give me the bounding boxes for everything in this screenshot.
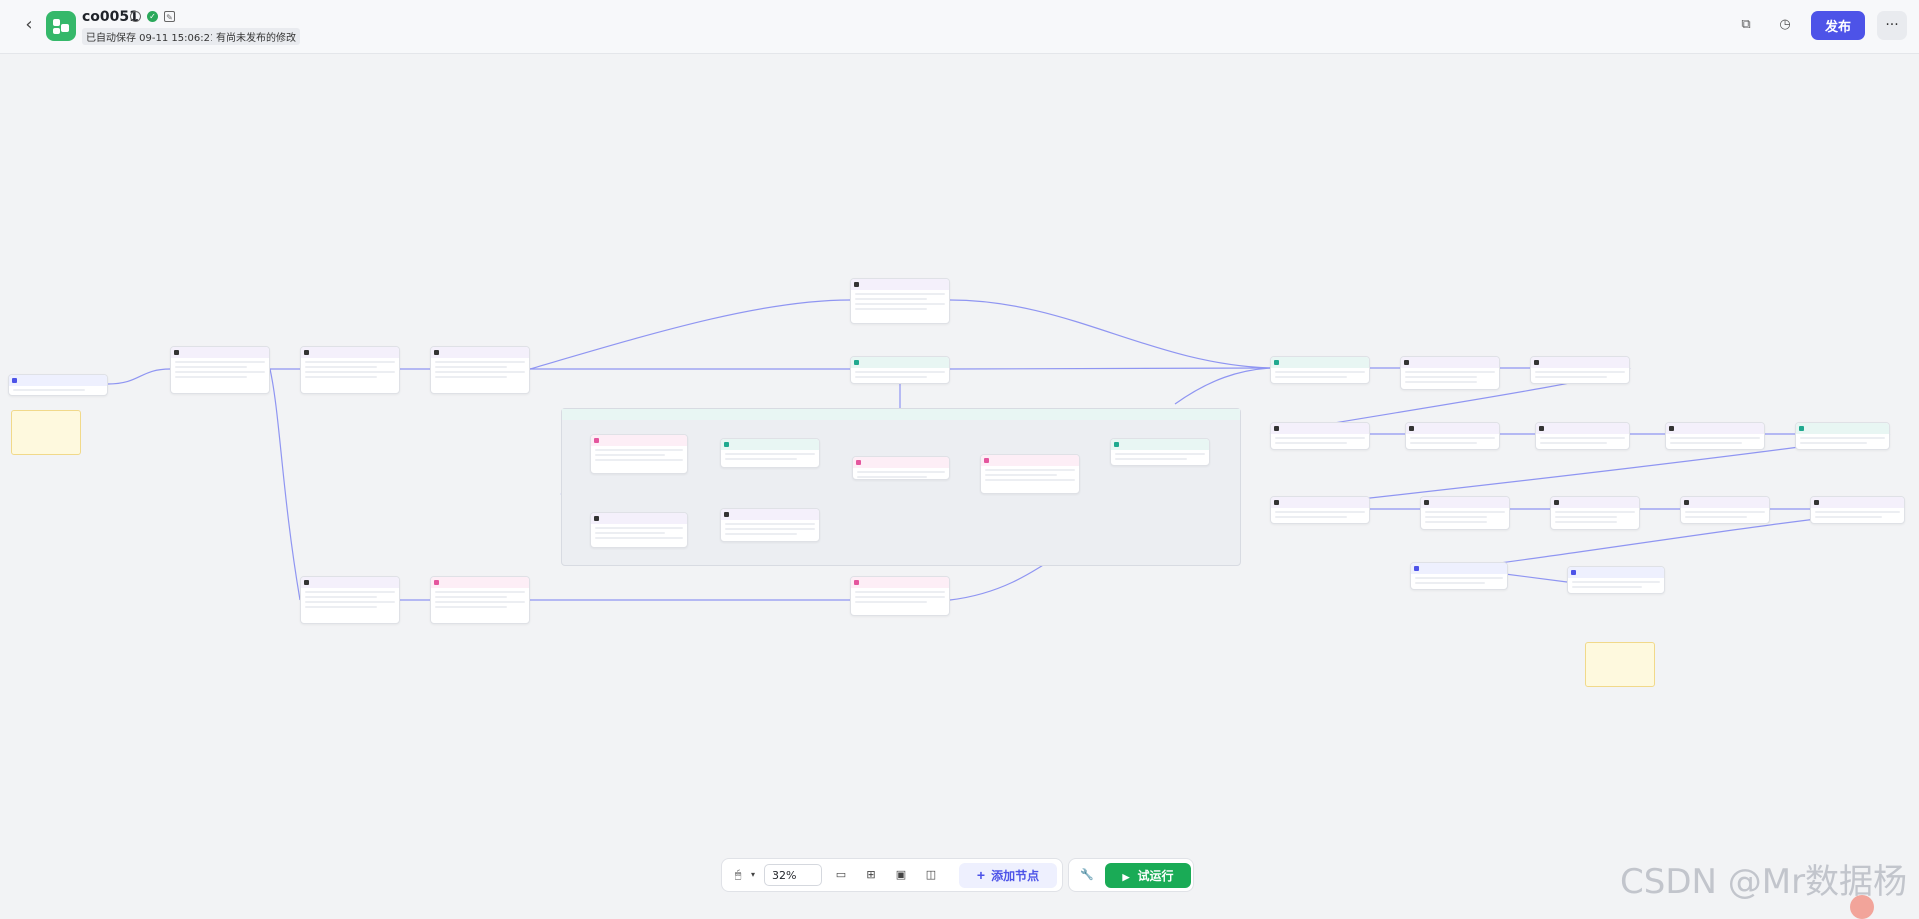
plugin-node[interactable] xyxy=(1550,496,1640,530)
plus-icon: + xyxy=(976,867,986,883)
plugin-node[interactable] xyxy=(1400,356,1500,390)
start-node[interactable] xyxy=(8,374,108,396)
selector-node[interactable] xyxy=(720,438,820,468)
layout-icon[interactable]: ⊞ xyxy=(866,868,876,881)
variable-node[interactable] xyxy=(1410,562,1508,590)
minimap-icon[interactable]: ◫ xyxy=(925,868,937,881)
info-icon[interactable]: i xyxy=(130,11,141,22)
note-card[interactable] xyxy=(1585,642,1655,687)
copy-icon[interactable]: ⧉ xyxy=(1741,17,1751,32)
image-node[interactable] xyxy=(980,454,1080,494)
more-menu-button[interactable]: ··· xyxy=(1877,11,1907,40)
plugin-node[interactable] xyxy=(1270,422,1370,450)
run-toolbar: 🔧 ▶试运行 xyxy=(1068,858,1194,892)
image-node[interactable] xyxy=(590,434,688,474)
mascot-avatar[interactable] xyxy=(1850,895,1874,919)
edit-icon[interactable]: ✎ xyxy=(164,11,175,22)
canvas-toolbar: 🖱 ▾ 32% ⌄ ▭ ⊞ ▣ ◫ +添加节点 xyxy=(721,858,1063,892)
zoom-select[interactable]: 32% ⌄ xyxy=(764,864,822,886)
add-node-button[interactable]: +添加节点 xyxy=(959,863,1057,888)
workflow-canvas[interactable] xyxy=(0,54,1919,907)
llm-node[interactable] xyxy=(430,346,530,394)
code-node[interactable] xyxy=(1270,356,1370,384)
plugin-node[interactable] xyxy=(1405,422,1500,450)
llm-node[interactable] xyxy=(300,576,400,624)
plugin-node[interactable] xyxy=(850,576,950,616)
image-node[interactable] xyxy=(430,576,530,624)
zoom-value: 32% xyxy=(772,869,797,882)
back-arrow-icon[interactable]: ‹ xyxy=(25,14,33,35)
llm-node[interactable] xyxy=(590,512,688,548)
app-logo xyxy=(46,11,76,41)
llm-node[interactable] xyxy=(850,278,950,324)
image-icon[interactable]: ▣ xyxy=(895,868,907,881)
code-node[interactable] xyxy=(1110,438,1210,466)
plugin-node[interactable] xyxy=(1270,496,1370,524)
llm-node[interactable] xyxy=(170,346,270,394)
image-node[interactable] xyxy=(852,456,950,480)
mouse-mode-icon[interactable]: 🖱 xyxy=(734,868,742,881)
plugin-node[interactable] xyxy=(1530,356,1630,384)
chevron-down-icon: ⌄ xyxy=(772,868,780,878)
unpublished-badge: 有尚未发布的修改 xyxy=(212,28,300,45)
end-node[interactable] xyxy=(1567,566,1665,594)
plugin-node[interactable] xyxy=(1665,422,1765,450)
plugin-node[interactable] xyxy=(1680,496,1770,524)
test-run-button[interactable]: ▶试运行 xyxy=(1105,863,1191,888)
publish-button[interactable]: 发布 xyxy=(1811,11,1865,40)
comment-icon[interactable]: ▭ xyxy=(835,868,847,881)
llm-node[interactable] xyxy=(300,346,400,394)
plugin-node[interactable] xyxy=(1420,496,1510,530)
autosave-status: 已自动保存 09-11 15:06:21 xyxy=(82,28,221,45)
title-icons: i ✓ ✎ xyxy=(130,11,175,22)
top-bar: ‹ co0051 i ✓ ✎ 已自动保存 09-11 15:06:21 有尚未发… xyxy=(0,0,1919,54)
plugin-node[interactable] xyxy=(1810,496,1905,524)
code-node[interactable] xyxy=(850,356,950,384)
plugin-node[interactable] xyxy=(1535,422,1630,450)
llm-node[interactable] xyxy=(720,508,820,542)
wrench-icon[interactable]: 🔧 xyxy=(1080,868,1094,881)
check-circle-icon: ✓ xyxy=(147,11,158,22)
chevron-down-icon[interactable]: ▾ xyxy=(750,870,755,879)
code-node[interactable] xyxy=(1795,422,1890,450)
history-icon[interactable]: ◷ xyxy=(1779,17,1791,32)
play-icon: ▶ xyxy=(1122,872,1130,882)
note-card[interactable] xyxy=(11,410,81,455)
workflow-title: co0051 xyxy=(82,9,139,25)
